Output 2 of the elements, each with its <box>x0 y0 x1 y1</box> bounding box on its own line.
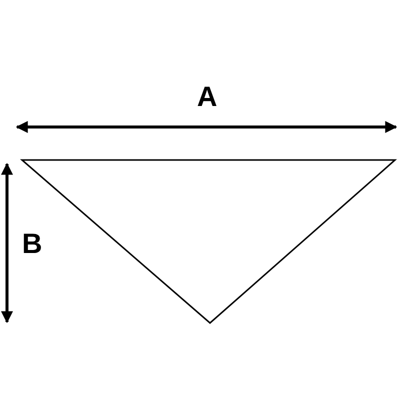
dimension-label: A <box>197 82 218 112</box>
dimension-label: B <box>22 229 42 259</box>
